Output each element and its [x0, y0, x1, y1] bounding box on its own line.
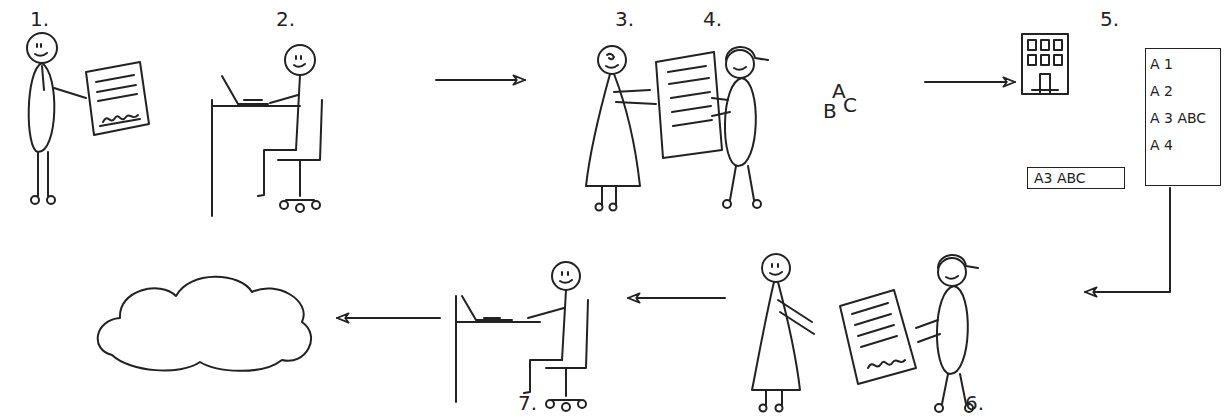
record-list: A 1 A 2 A 3 ABC A 4 — [1145, 48, 1221, 186]
flow-arrow — [337, 317, 440, 319]
list-entry: A 1 — [1150, 55, 1216, 73]
flow-arrow — [1085, 188, 1170, 292]
desk-worker — [212, 45, 322, 216]
step-number: 2. — [276, 8, 295, 30]
flow-arrow — [628, 297, 725, 299]
letter-mark: B — [823, 100, 837, 122]
person-figure — [752, 254, 814, 412]
list-entry: A 3 ABC — [1150, 109, 1216, 127]
step-number: 7. — [518, 392, 537, 414]
record-slip: A3 ABC — [1027, 167, 1125, 189]
flow-arrow — [925, 81, 1015, 83]
document — [840, 290, 916, 384]
document — [656, 52, 722, 158]
step-number: 1. — [30, 8, 49, 30]
list-entry: A 2 — [1150, 82, 1216, 100]
person-figure — [586, 46, 656, 211]
cloud — [98, 277, 311, 371]
flow-arrow — [436, 79, 525, 81]
desk-worker — [456, 262, 588, 411]
list-entry: A3 ABC — [1034, 169, 1118, 187]
step-number: 3. — [615, 8, 634, 30]
step-number: 5. — [1100, 8, 1119, 30]
letter-mark: C — [843, 94, 857, 116]
step-number: 4. — [703, 8, 722, 30]
courier-figure — [712, 47, 768, 208]
courier-figure — [916, 255, 978, 412]
list-entry: A 4 — [1150, 136, 1216, 154]
step-number: 6. — [965, 392, 984, 414]
person-figure — [27, 33, 86, 204]
document — [86, 62, 149, 135]
building — [1022, 34, 1068, 94]
